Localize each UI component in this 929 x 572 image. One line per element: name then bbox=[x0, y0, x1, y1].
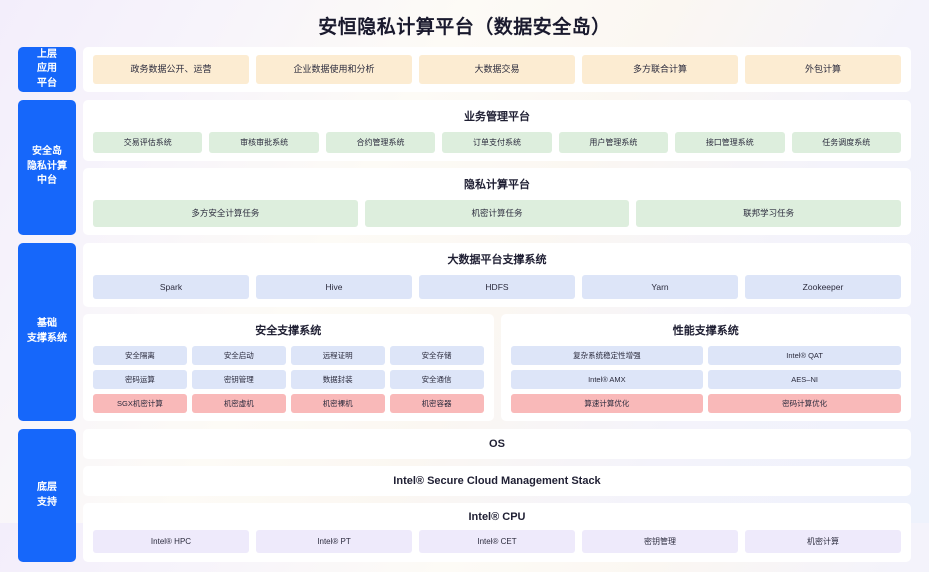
sidebar-label-privacy-platform: 安全岛 隐私计算 中台 bbox=[18, 99, 76, 235]
sidebar-line: 底层 bbox=[37, 482, 57, 494]
business-item[interactable]: 订单支付系统 bbox=[442, 131, 552, 154]
bigdata-item[interactable]: Yarn bbox=[582, 274, 738, 299]
sidebar-line: 基础 bbox=[37, 318, 57, 330]
bigdata-platform-title: 大数据平台支撑系统 bbox=[447, 253, 547, 266]
bigdata-row: Spark Hive HDFS Yarn Zookeeper bbox=[93, 274, 901, 299]
security-item-highlight[interactable]: 机密容器 bbox=[389, 393, 484, 413]
business-item[interactable]: 接口管理系统 bbox=[675, 131, 785, 154]
sidebar-label-foundation-support: 基础 支撑系统 bbox=[18, 242, 76, 421]
performance-item-highlight[interactable]: 算速计算优化 bbox=[510, 393, 704, 413]
security-item-highlight[interactable]: 机密虚机 bbox=[191, 393, 286, 413]
cpu-feature-item[interactable]: 机密计算 bbox=[745, 529, 901, 554]
business-management-panel: 业务管理平台 交易评估系统 审核审批系统 合约管理系统 订单支付系统 用户管理系… bbox=[83, 99, 911, 162]
sidebar-line: 支持 bbox=[37, 496, 57, 508]
security-item[interactable]: 密钥管理 bbox=[191, 369, 286, 389]
management-stack-panel: Intel® Secure Cloud Management Stack bbox=[83, 465, 911, 496]
bigdata-item[interactable]: HDFS bbox=[419, 274, 575, 299]
cpu-feature-item[interactable]: Intel® HPC bbox=[93, 529, 249, 554]
architecture-diagram: 上层 应用 平台 政务数据公开、运营 企业数据使用和分析 大数据交易 多方联合计… bbox=[0, 39, 929, 572]
sidebar-label-underlying-support: 底层 支持 bbox=[18, 428, 76, 563]
cpu-panel: Intel® CPU Intel® HPC Intel® PT Intel® C… bbox=[83, 502, 911, 563]
performance-item[interactable]: AES–NI bbox=[708, 369, 901, 389]
privacy-task-item[interactable]: 联邦学习任务 bbox=[636, 200, 902, 227]
sidebar-line: 平台 bbox=[37, 77, 57, 89]
business-item[interactable]: 交易评估系统 bbox=[93, 131, 203, 154]
privacy-task-row: 多方安全计算任务 机密计算任务 联邦学习任务 bbox=[93, 200, 902, 227]
band-foundation-support: 基础 支撑系统 大数据平台支撑系统 Spark Hive HDFS Yarn Z… bbox=[18, 242, 911, 421]
cpu-feature-row: Intel® HPC Intel® PT Intel® CET 密钥管理 机密计… bbox=[93, 529, 901, 554]
security-item[interactable]: 安全通信 bbox=[389, 369, 484, 389]
cpu-feature-item[interactable]: 密钥管理 bbox=[582, 529, 738, 554]
security-item-highlight[interactable]: SGX机密计算 bbox=[93, 393, 187, 413]
performance-support-grid: 复杂系统稳定性增强 Intel® QAT Intel® AMX AES–NI 算… bbox=[510, 345, 901, 413]
privacy-task-item[interactable]: 多方安全计算任务 bbox=[93, 200, 358, 227]
support-systems-split: 安全支撑系统 安全隔离 安全启动 远程证明 安全存储 密码运算 密钥管理 数据封… bbox=[83, 313, 911, 421]
performance-item[interactable]: Intel® QAT bbox=[708, 345, 901, 365]
sidebar-line: 支撑系统 bbox=[27, 332, 67, 344]
business-item[interactable]: 任务调度系统 bbox=[791, 131, 901, 154]
security-support-panel: 安全支撑系统 安全隔离 安全启动 远程证明 安全存储 密码运算 密钥管理 数据封… bbox=[83, 313, 494, 421]
sidebar-line: 中台 bbox=[37, 175, 57, 187]
security-item[interactable]: 安全存储 bbox=[389, 345, 484, 365]
business-item[interactable]: 审核审批系统 bbox=[209, 131, 319, 154]
security-item[interactable]: 远程证明 bbox=[290, 345, 385, 365]
application-panel: 政务数据公开、运营 企业数据使用和分析 大数据交易 多方联合计算 外包计算 bbox=[83, 47, 911, 92]
sidebar-label-application-platform: 上层 应用 平台 bbox=[18, 47, 76, 92]
os-panel: OS bbox=[83, 428, 911, 459]
security-item-highlight[interactable]: 机密裸机 bbox=[290, 393, 385, 413]
cpu-feature-item[interactable]: Intel® CET bbox=[419, 529, 575, 554]
sidebar-line: 上层 bbox=[37, 48, 57, 60]
cpu-title: Intel® CPU bbox=[468, 510, 526, 523]
business-management-title: 业务管理平台 bbox=[464, 110, 530, 123]
band-application-platform: 上层 应用 平台 政务数据公开、运营 企业数据使用和分析 大数据交易 多方联合计… bbox=[18, 47, 911, 92]
sidebar-line: 安全岛 bbox=[32, 146, 62, 158]
privacy-task-item[interactable]: 机密计算任务 bbox=[364, 200, 630, 227]
business-item[interactable]: 合约管理系统 bbox=[325, 131, 436, 154]
app-item[interactable]: 政务数据公开、运营 bbox=[93, 55, 249, 84]
bigdata-item[interactable]: Hive bbox=[256, 274, 412, 299]
business-item[interactable]: 用户管理系统 bbox=[558, 131, 669, 154]
privacy-computing-title: 隐私计算平台 bbox=[464, 179, 530, 192]
security-item[interactable]: 数据封装 bbox=[290, 369, 385, 389]
performance-item-highlight[interactable]: 密码计算优化 bbox=[708, 393, 901, 413]
sidebar-line: 隐私计算 bbox=[27, 160, 67, 172]
sidebar-line: 应用 bbox=[37, 63, 57, 75]
cpu-feature-item[interactable]: Intel® PT bbox=[256, 529, 412, 554]
application-row: 政务数据公开、运营 企业数据使用和分析 大数据交易 多方联合计算 外包计算 bbox=[93, 55, 901, 84]
app-item[interactable]: 企业数据使用和分析 bbox=[256, 55, 412, 84]
band-privacy-computing-platform: 安全岛 隐私计算 中台 业务管理平台 交易评估系统 审核审批系统 合约管理系统 … bbox=[18, 99, 911, 235]
business-management-row: 交易评估系统 审核审批系统 合约管理系统 订单支付系统 用户管理系统 接口管理系… bbox=[93, 131, 901, 154]
security-support-grid: 安全隔离 安全启动 远程证明 安全存储 密码运算 密钥管理 数据封装 安全通信 … bbox=[93, 345, 484, 413]
security-item[interactable]: 安全隔离 bbox=[93, 345, 187, 365]
security-support-title: 安全支撑系统 bbox=[255, 324, 322, 337]
page-title: 安恒隐私计算平台（数据安全岛） bbox=[318, 17, 611, 38]
performance-support-panel: 性能支撑系统 复杂系统稳定性增强 Intel® QAT Intel® AMX A… bbox=[500, 313, 911, 421]
bigdata-platform-panel: 大数据平台支撑系统 Spark Hive HDFS Yarn Zookeeper bbox=[83, 242, 911, 307]
performance-item[interactable]: Intel® AMX bbox=[510, 369, 704, 389]
band-underlying-support: 底层 支持 OS Intel® Secure Cloud Management … bbox=[18, 428, 911, 563]
bigdata-item[interactable]: Zookeeper bbox=[745, 274, 901, 299]
security-item[interactable]: 安全启动 bbox=[191, 345, 286, 365]
performance-item[interactable]: 复杂系统稳定性增强 bbox=[510, 345, 704, 365]
app-item[interactable]: 外包计算 bbox=[745, 55, 901, 84]
bigdata-item[interactable]: Spark bbox=[93, 274, 249, 299]
app-item[interactable]: 大数据交易 bbox=[419, 55, 575, 84]
performance-support-title: 性能支撑系统 bbox=[672, 324, 739, 337]
privacy-computing-panel: 隐私计算平台 多方安全计算任务 机密计算任务 联邦学习任务 bbox=[83, 168, 911, 235]
security-item[interactable]: 密码运算 bbox=[93, 369, 187, 389]
app-item[interactable]: 多方联合计算 bbox=[582, 55, 738, 84]
